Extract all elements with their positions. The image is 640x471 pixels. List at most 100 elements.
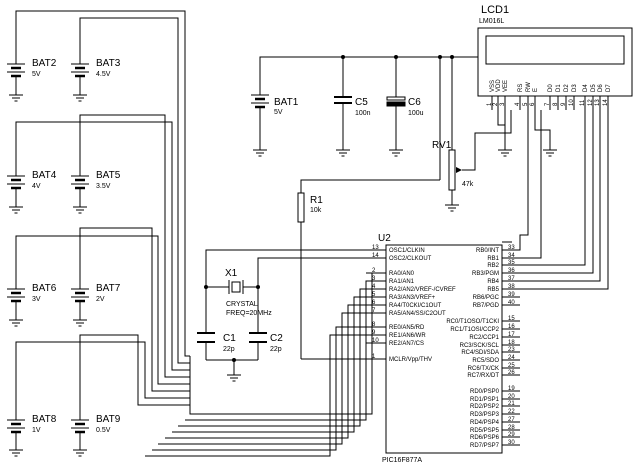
mcu-pin-number: 3: [372, 276, 376, 282]
lcd-pin-number: 10: [569, 99, 575, 106]
lcd-lm016l[interactable]: LCD1 LM016L VSS1VDD2VEE3RS4RW5E6D07D18D2…: [477, 4, 633, 110]
c1-label: C1: [223, 333, 236, 344]
mcu-pin-number: 34: [508, 253, 515, 259]
lcd-pin-name: D4: [583, 84, 589, 92]
lcd-pin-name: RW: [526, 82, 532, 92]
capacitor-c6[interactable]: C6 100u: [386, 96, 424, 117]
bat4-value: 4V: [32, 183, 41, 190]
crystal-x1[interactable]: X1 CRYSTAL FREQ=20MHz: [225, 268, 272, 317]
mcu-pin-number: 16: [508, 324, 515, 330]
mcu-pin-name: RD6/PSP6: [470, 435, 500, 441]
capacitor-c1[interactable]: C1 22p: [197, 332, 236, 353]
lcd-pin-number: 7: [545, 102, 551, 106]
bat2-value: 5V: [32, 71, 41, 78]
lcd-model: LM016L: [479, 18, 504, 25]
battery-bat2[interactable]: BAT2 5V: [7, 50, 57, 85]
mcu-pin-name: OSC1/CLKIN: [389, 248, 425, 254]
battery-bat1[interactable]: BAT1 5V: [251, 91, 299, 118]
mcu-pin-number: 14: [372, 253, 379, 259]
mcu-pin-name: RB2: [487, 263, 499, 269]
bat7-label: BAT7: [96, 283, 121, 294]
lcd-pin-name: D1: [556, 84, 562, 92]
lcd-pin-number: 3: [500, 102, 506, 106]
c2-value: 22p: [270, 346, 282, 353]
battery-bat4[interactable]: BAT4 4V: [7, 162, 57, 197]
mcu-pin-name: RC5/SDO: [472, 358, 499, 364]
mcu-part: PIC16F877A: [382, 457, 422, 464]
capacitor-c2[interactable]: C2 22p: [249, 332, 283, 353]
mcu-pin-number: 8: [372, 322, 376, 328]
c6-label: C6: [408, 97, 421, 108]
mcu-pin-name: RC6/TX/CK: [468, 366, 499, 372]
capacitor-c5[interactable]: C5 100n: [334, 96, 371, 117]
bat6-label: BAT6: [32, 283, 57, 294]
mcu-pin-name: RD3/PSP3: [470, 412, 500, 418]
mcu-pin-name: RB3/PGM: [472, 271, 499, 277]
mcu-pin-name: RB6/PGC: [473, 295, 500, 301]
mcu-pin-name: RD1/PSP1: [470, 397, 500, 403]
lcd-pin-number: 11: [580, 99, 586, 106]
lcd-pin-name: D3: [572, 84, 578, 92]
mcu-pin-name: RA2/AN2/VREF-/CVREF: [389, 287, 456, 293]
mcu-pin-number: 27: [508, 417, 515, 423]
potentiometer-rv1[interactable]: RV1 47k: [432, 140, 474, 191]
c6-value: 100u: [408, 110, 424, 117]
lcd-pin-number: 6: [530, 102, 536, 106]
mcu-pin-number: 36: [508, 268, 515, 274]
lcd-pin-name: D0: [548, 84, 554, 92]
mcu-pin-number: 19: [508, 386, 515, 392]
mcu-pin-number: 30: [508, 440, 515, 446]
mcu-pin-number: 4: [372, 284, 376, 290]
mcu-pin-number: 24: [508, 355, 515, 361]
mcu-pin-name: RB5: [487, 287, 499, 293]
mcu-pin-number: 25: [508, 363, 515, 369]
bat8-label: BAT8: [32, 414, 57, 425]
mcu-pin-name: RB4: [487, 279, 499, 285]
mcu-pin-number: 17: [508, 332, 515, 338]
mcu-pin-number: 23: [508, 347, 515, 353]
x1-freq: FREQ=20MHz: [226, 310, 272, 317]
mcu-pin-number: 2: [372, 268, 376, 274]
bat2-label: BAT2: [32, 58, 57, 69]
mcu-pin-number: 40: [508, 300, 515, 306]
mcu-pin-name: RE1/AN6/WR: [389, 333, 426, 339]
lcd-pin-name: D6: [598, 84, 604, 92]
lcd-pin-number: 4: [515, 102, 521, 106]
lcd-pin-number: 5: [523, 102, 529, 106]
mcu-pin-number: 7: [372, 308, 376, 314]
battery-bat6[interactable]: BAT6 3V: [7, 275, 57, 310]
mcu-ref: U2: [378, 233, 391, 244]
lcd-pin-number: 2: [493, 102, 499, 106]
mcu-pin-number: 26: [508, 370, 515, 376]
mcu-pin-name: MCLR/Vpp/THV: [389, 357, 432, 363]
mcu-pin-number: 22: [508, 409, 515, 415]
mcu-pin-name: RB0/INT: [476, 248, 499, 254]
resistor-r1[interactable]: R1 10k: [297, 192, 323, 223]
bat6-value: 3V: [32, 296, 41, 303]
mcu-pin-name: RB1: [487, 256, 499, 262]
lcd-ref: LCD1: [481, 4, 509, 16]
mcu-pin-number: 10: [372, 338, 379, 344]
battery-bat9[interactable]: BAT9 0.5V: [71, 406, 121, 441]
ground-symbols: [9, 85, 557, 457]
battery-bat5[interactable]: BAT5 3.5V: [71, 162, 121, 197]
c5-label: C5: [355, 97, 368, 108]
c2-label: C2: [270, 333, 283, 344]
bat1-label: BAT1: [274, 97, 299, 108]
r1-value: 10k: [310, 207, 322, 214]
bat3-value: 4.5V: [96, 71, 111, 78]
mcu-right-pins: 33RB0/INT34RB135RB236RB3/PGM37RB438RB539…: [446, 245, 520, 449]
mcu-pin-name: RC3/SCK/SCL: [460, 343, 500, 349]
lcd-pin-name: D7: [606, 84, 612, 92]
mcu-pin-name: RE0/AN5/RD: [389, 325, 425, 331]
battery-bat8[interactable]: BAT8 1V: [7, 406, 57, 441]
bat9-label: BAT9: [96, 414, 121, 425]
mcu-pin-number: 39: [508, 292, 515, 298]
battery-bat7[interactable]: BAT7 2V: [71, 275, 121, 310]
mcu-pin-name: RC1/T1OSI/CCP2: [450, 327, 499, 333]
mcu-pin-name: RA0/AN0: [389, 271, 415, 277]
battery-bat3[interactable]: BAT3 4.5V: [71, 50, 121, 85]
battery-symbols: BAT2 5V BAT3 4.5V BAT4 4V: [7, 50, 299, 441]
